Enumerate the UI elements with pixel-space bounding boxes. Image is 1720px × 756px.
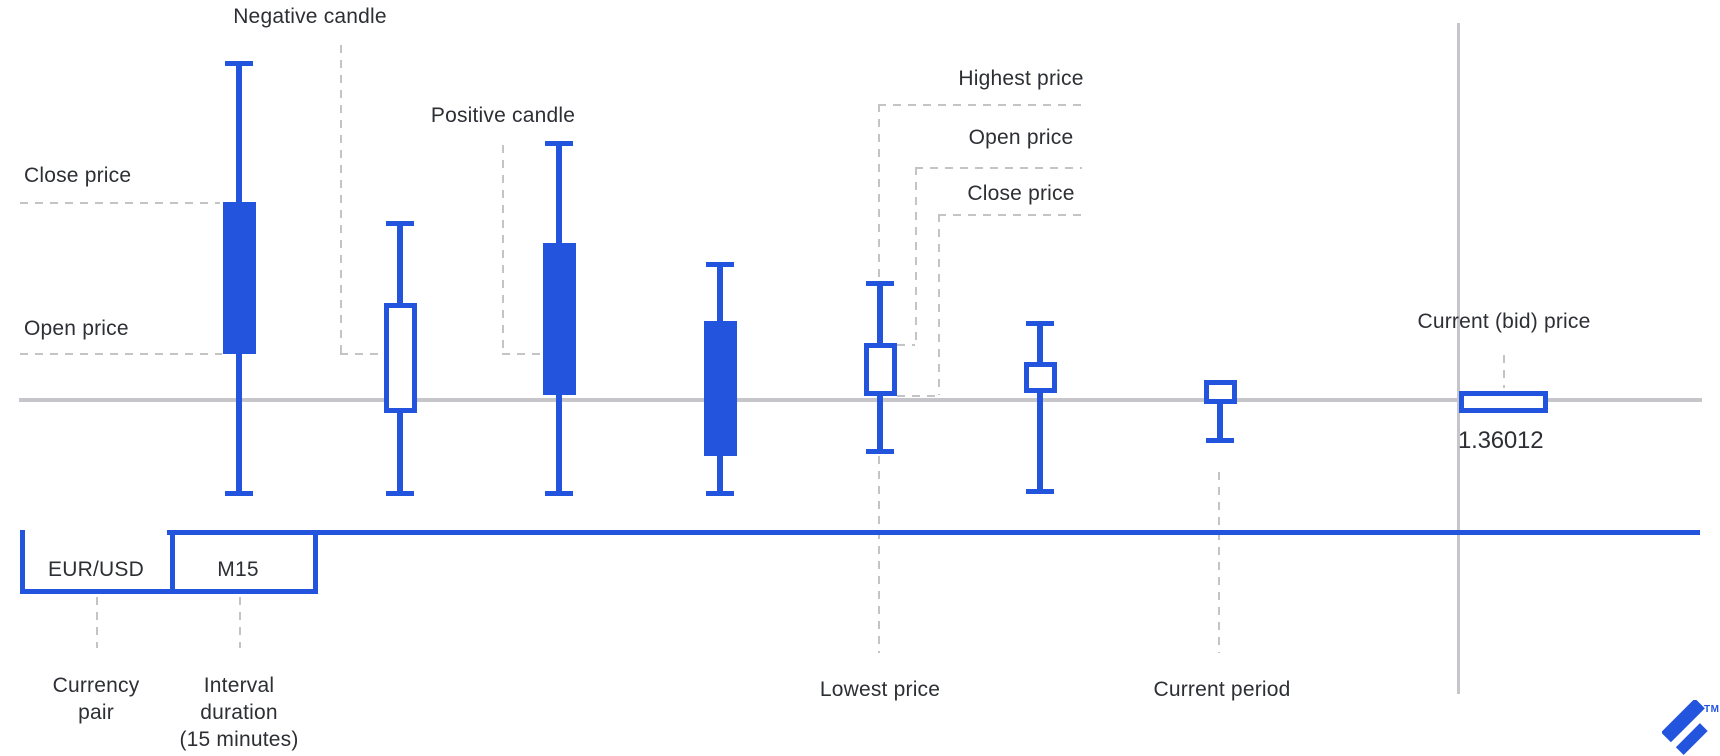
candle-1-positive-low-cap — [225, 491, 253, 496]
positive-candle-connector-h — [502, 353, 542, 355]
open-price-left-connector — [20, 353, 222, 355]
close-price-left-label: Close price — [24, 164, 132, 187]
candle-4-positive-body — [703, 321, 737, 456]
current-bid-price-value: 1.36012 — [1458, 427, 1544, 454]
interval-value: M15 — [217, 558, 259, 581]
close-price-right-label: Close price — [967, 182, 1075, 205]
toptal-logo — [1661, 698, 1718, 756]
negative-candle-connector-h — [340, 353, 384, 355]
chart-baseline — [167, 530, 1700, 535]
candle-6-negative-lower-wick — [1037, 393, 1043, 491]
instrument-box-bottom-edge — [20, 589, 318, 594]
close-price-right-jog — [897, 395, 938, 397]
candle-6-negative-body — [1023, 362, 1057, 393]
highest-price-label: Highest price — [958, 67, 1084, 90]
open-price-left-label: Open price — [24, 317, 129, 340]
candle-4-positive-high-cap — [706, 262, 734, 267]
candle-4-positive-low-cap — [706, 491, 734, 496]
current-period-label: Current period — [1153, 678, 1291, 701]
current-bid-price-label: Current (bid) price — [1417, 310, 1591, 333]
candle-5-annotated-body — [863, 343, 897, 396]
candle-7-current-body — [1203, 380, 1237, 404]
open-price-right-label: Open price — [968, 126, 1074, 149]
highest-price-connector-h — [878, 104, 1081, 106]
candle-6-negative-high-cap — [1026, 321, 1054, 326]
candle-3-positive-low-cap — [545, 491, 573, 496]
highest-price-connector-v — [878, 104, 880, 281]
candle-5-annotated-lower-wick — [877, 396, 883, 451]
negative-candle-connector-v — [340, 45, 342, 353]
candle-7-current-lower-wick — [1217, 404, 1223, 440]
candle-1-positive-body — [222, 202, 256, 354]
candle-2-negative-lower-wick — [397, 413, 403, 493]
candle-5-annotated-high-cap — [866, 281, 894, 286]
toptal-logo-mark — [1661, 698, 1708, 755]
instrument-box-left-edge — [20, 530, 25, 594]
current-period-connector-v — [1218, 472, 1220, 653]
negative-candle-label: Negative candle — [233, 5, 387, 28]
lowest-price-label: Lowest price — [819, 678, 941, 701]
open-price-right-connector-h — [915, 167, 1082, 169]
candle-2-negative-body — [383, 303, 417, 413]
candle-7-current-low-cap — [1206, 438, 1234, 443]
current-period-marker-line — [1456, 23, 1460, 694]
candle-5-annotated-upper-wick — [877, 283, 883, 343]
interval-box — [170, 530, 318, 594]
candle-6-negative-low-cap — [1026, 489, 1054, 494]
open-price-right-jog — [897, 344, 915, 346]
candle-3-positive-body — [542, 243, 576, 395]
candle-2-negative-high-cap — [386, 221, 414, 226]
current-bid-connector-v — [1503, 355, 1505, 388]
trademark-label: TM — [1704, 704, 1720, 715]
current-price-line — [19, 398, 1702, 402]
lowest-price-connector-v — [878, 456, 880, 653]
open-price-right-connector-v — [915, 167, 917, 344]
currency-pair-value: EUR/USD — [48, 558, 144, 581]
candle-2-negative-upper-wick — [397, 223, 403, 303]
currency-pair-connector-v — [96, 597, 98, 648]
candle-3-positive-high-cap — [545, 141, 573, 146]
interval-duration-connector-v — [239, 597, 241, 648]
current-bid-price-box — [1459, 391, 1548, 413]
close-price-left-connector — [20, 202, 220, 204]
positive-candle-label: Positive candle — [430, 104, 576, 127]
candle-5-annotated-low-cap — [866, 449, 894, 454]
close-price-right-connector-v — [938, 214, 940, 395]
candle-1-positive-high-cap — [225, 61, 253, 66]
positive-candle-connector-v — [502, 145, 504, 353]
candle-6-negative-upper-wick — [1037, 323, 1043, 362]
candle-2-negative-low-cap — [386, 491, 414, 496]
close-price-right-connector-h — [938, 214, 1082, 216]
